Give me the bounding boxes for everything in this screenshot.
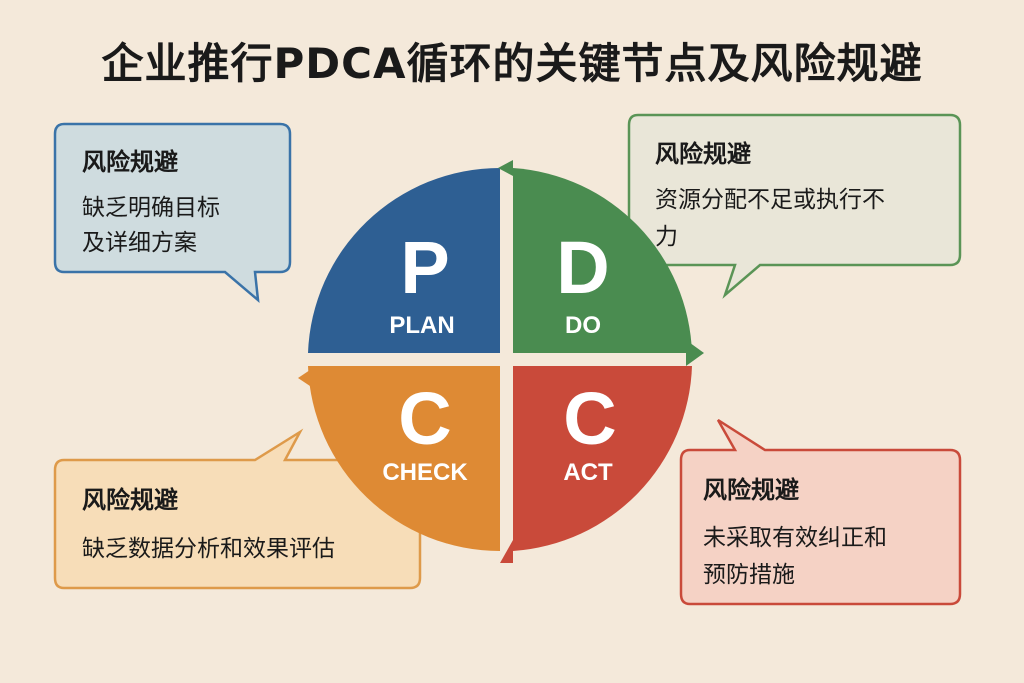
callout-heading: 风险规避	[82, 148, 178, 176]
callout-line: 及详细方案	[82, 230, 197, 256]
quadrant-letter: P	[400, 226, 449, 309]
quadrant-letter: C	[398, 377, 451, 460]
callout-bottom-left: 风险规避 缺乏数据分析和效果评估	[53, 428, 422, 590]
callout-line: 缺乏明确目标	[82, 195, 220, 221]
callout-heading: 风险规避	[703, 476, 799, 504]
quadrant-do: D DO	[498, 160, 704, 366]
callout-line: 未采取有效纠正和	[703, 525, 887, 551]
callout-bottom-right: 风险规避 未采取有效纠正和 预防措施	[679, 418, 962, 606]
callout-top-right: 风险规避 资源分配不足或执行不 力	[627, 113, 962, 299]
callout-heading: 风险规避	[82, 486, 178, 514]
callout-line: 力	[655, 224, 678, 250]
callout-line: 资源分配不足或执行不	[655, 187, 885, 213]
quadrant-label: ACT	[563, 459, 613, 486]
quadrant-plan: P PLAN	[308, 167, 500, 353]
quadrant-letter: C	[563, 377, 616, 460]
quadrant-label: PLAN	[389, 312, 454, 339]
page-title: 企业推行PDCA循环的关键节点及风险规避	[101, 39, 923, 88]
callout-line: 缺乏数据分析和效果评估	[82, 536, 335, 562]
quadrant-act: C ACT	[500, 366, 692, 563]
quadrant-label: DO	[565, 312, 601, 339]
quadrant-check: C CHECK	[298, 366, 500, 552]
callout-top-left: 风险规避 缺乏明确目标 及详细方案	[53, 122, 292, 303]
callout-heading: 风险规避	[655, 140, 751, 168]
quadrant-label: CHECK	[382, 459, 468, 486]
quadrant-letter: D	[556, 226, 609, 309]
callout-line: 预防措施	[703, 562, 795, 588]
